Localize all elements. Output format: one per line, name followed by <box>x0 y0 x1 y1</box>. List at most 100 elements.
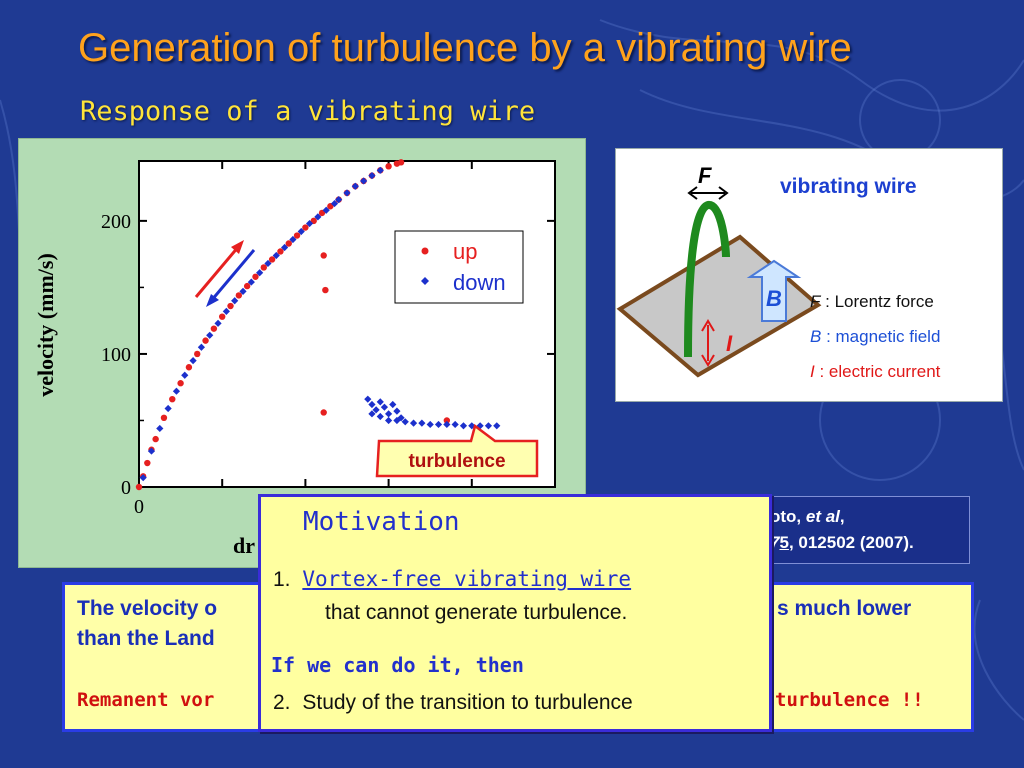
data-point-down <box>335 195 343 204</box>
data-point-down <box>380 403 389 411</box>
data-point-down <box>385 416 393 425</box>
data-point-down <box>368 400 376 409</box>
motivation-condition: If we can do it, then <box>271 653 524 677</box>
wire-diagram: F vibrating wire B I F : Lorentz force B… <box>616 163 941 381</box>
data-point-up <box>135 483 143 491</box>
data-point-down <box>156 424 164 433</box>
data-point-down <box>484 422 493 430</box>
y-tick-label: 0 <box>121 477 131 499</box>
diagram-heading: vibrating wire <box>780 175 917 198</box>
up-arrow <box>194 240 244 298</box>
legend-up-marker <box>421 247 429 255</box>
data-point-up <box>152 435 159 443</box>
data-point-down <box>297 227 305 236</box>
data-point-down <box>493 422 501 430</box>
conclusion-line-1-right: s much lower <box>777 597 912 620</box>
force-arrow <box>687 186 729 200</box>
data-point-up <box>385 163 392 170</box>
data-point-down <box>164 404 172 413</box>
data-point-down <box>330 199 339 208</box>
data-point-up <box>268 256 276 263</box>
data-point-down <box>368 410 376 418</box>
motivation-item-2: 2. Study of the transition to turbulence <box>273 691 633 714</box>
data-point-up <box>277 248 284 255</box>
i-label: I <box>726 331 733 356</box>
data-point-down <box>305 219 314 228</box>
substrate-plate <box>616 234 822 378</box>
legend-force: F : Lorentz force <box>810 292 934 311</box>
turbulence-annotation: turbulence <box>408 451 505 472</box>
data-point-up <box>320 252 327 259</box>
data-point-down <box>364 395 372 403</box>
data-point-down <box>418 419 426 427</box>
conclusion-line-1-left: The velocity o <box>77 597 218 620</box>
data-point-up <box>285 240 292 247</box>
data-point-down <box>389 400 397 409</box>
data-point-up <box>194 350 201 358</box>
data-point-up <box>235 292 243 299</box>
b-label: B <box>766 286 782 311</box>
legend-down-marker <box>421 277 429 285</box>
data-point-up <box>302 224 309 231</box>
data-point-up <box>260 264 267 271</box>
data-point-down <box>181 371 189 379</box>
legend-down-label: down <box>453 270 506 295</box>
data-point-down <box>147 447 156 455</box>
reference-line-1: oto, et al, <box>770 507 845 526</box>
conclusion-line-3-left: Remanent vor <box>77 689 215 711</box>
x-axis-label: dr <box>233 533 255 558</box>
data-point-down <box>322 206 330 214</box>
legend: up down <box>394 230 524 304</box>
force-label: F <box>698 163 712 188</box>
turbulence-callout: turbulence <box>375 423 539 478</box>
motivation-item-1: 1. Vortex-free vibrating wire <box>273 567 632 591</box>
y-tick-label: 200 <box>101 211 131 233</box>
data-point-up <box>210 325 218 332</box>
data-point-up <box>169 395 176 403</box>
data-point-down <box>172 387 181 395</box>
data-point-down <box>343 189 351 197</box>
data-point-down <box>376 412 384 421</box>
diagram-legend: F : Lorentz force B : magnetic field I :… <box>810 292 941 381</box>
slide-subtitle: Response of a vibrating wire <box>80 96 536 127</box>
data-point-up <box>160 414 168 422</box>
motivation-title: Motivation <box>303 507 460 537</box>
data-point-down <box>351 182 359 190</box>
wire-loop <box>684 201 730 358</box>
data-point-down <box>314 213 322 221</box>
data-point-down <box>197 343 205 351</box>
data-point-up <box>443 417 451 424</box>
data-point-up <box>318 209 326 217</box>
y-axis-label: velocity (mm/s) <box>33 253 58 397</box>
wire-diagram-panel: F vibrating wire B I F : Lorentz force B… <box>615 148 1003 402</box>
data-point-down <box>372 406 380 414</box>
data-point-down <box>409 419 418 427</box>
data-point-up <box>320 409 327 416</box>
data-point-up <box>227 302 234 310</box>
data-point-up <box>293 232 301 239</box>
data-point-down <box>459 422 468 430</box>
data-point-up <box>144 459 151 467</box>
data-point-down <box>222 307 230 315</box>
conclusion-line-3-right: turbulence !! <box>775 689 924 711</box>
data-point-down <box>368 172 376 180</box>
data-point-up <box>185 364 193 371</box>
data-point-down <box>393 416 401 425</box>
data-point-up <box>327 203 334 210</box>
reference-line-2: 75, 012502 (2007). <box>770 533 914 552</box>
data-point-down <box>426 420 434 429</box>
magnetic-field-arrow <box>746 259 802 322</box>
data-point-up <box>202 337 209 344</box>
data-point-up <box>219 313 226 320</box>
data-series <box>135 159 501 491</box>
data-point-up <box>252 273 259 280</box>
data-point-down <box>376 398 384 406</box>
data-point-up <box>243 282 251 290</box>
motivation-box: Motivation 1. Vortex-free vibrating wire… <box>258 494 772 732</box>
motivation-item-1-sub: that cannot generate turbulence. <box>325 601 628 624</box>
data-point-up <box>310 217 317 225</box>
data-point-down <box>393 407 401 415</box>
data-point-down <box>401 418 409 426</box>
